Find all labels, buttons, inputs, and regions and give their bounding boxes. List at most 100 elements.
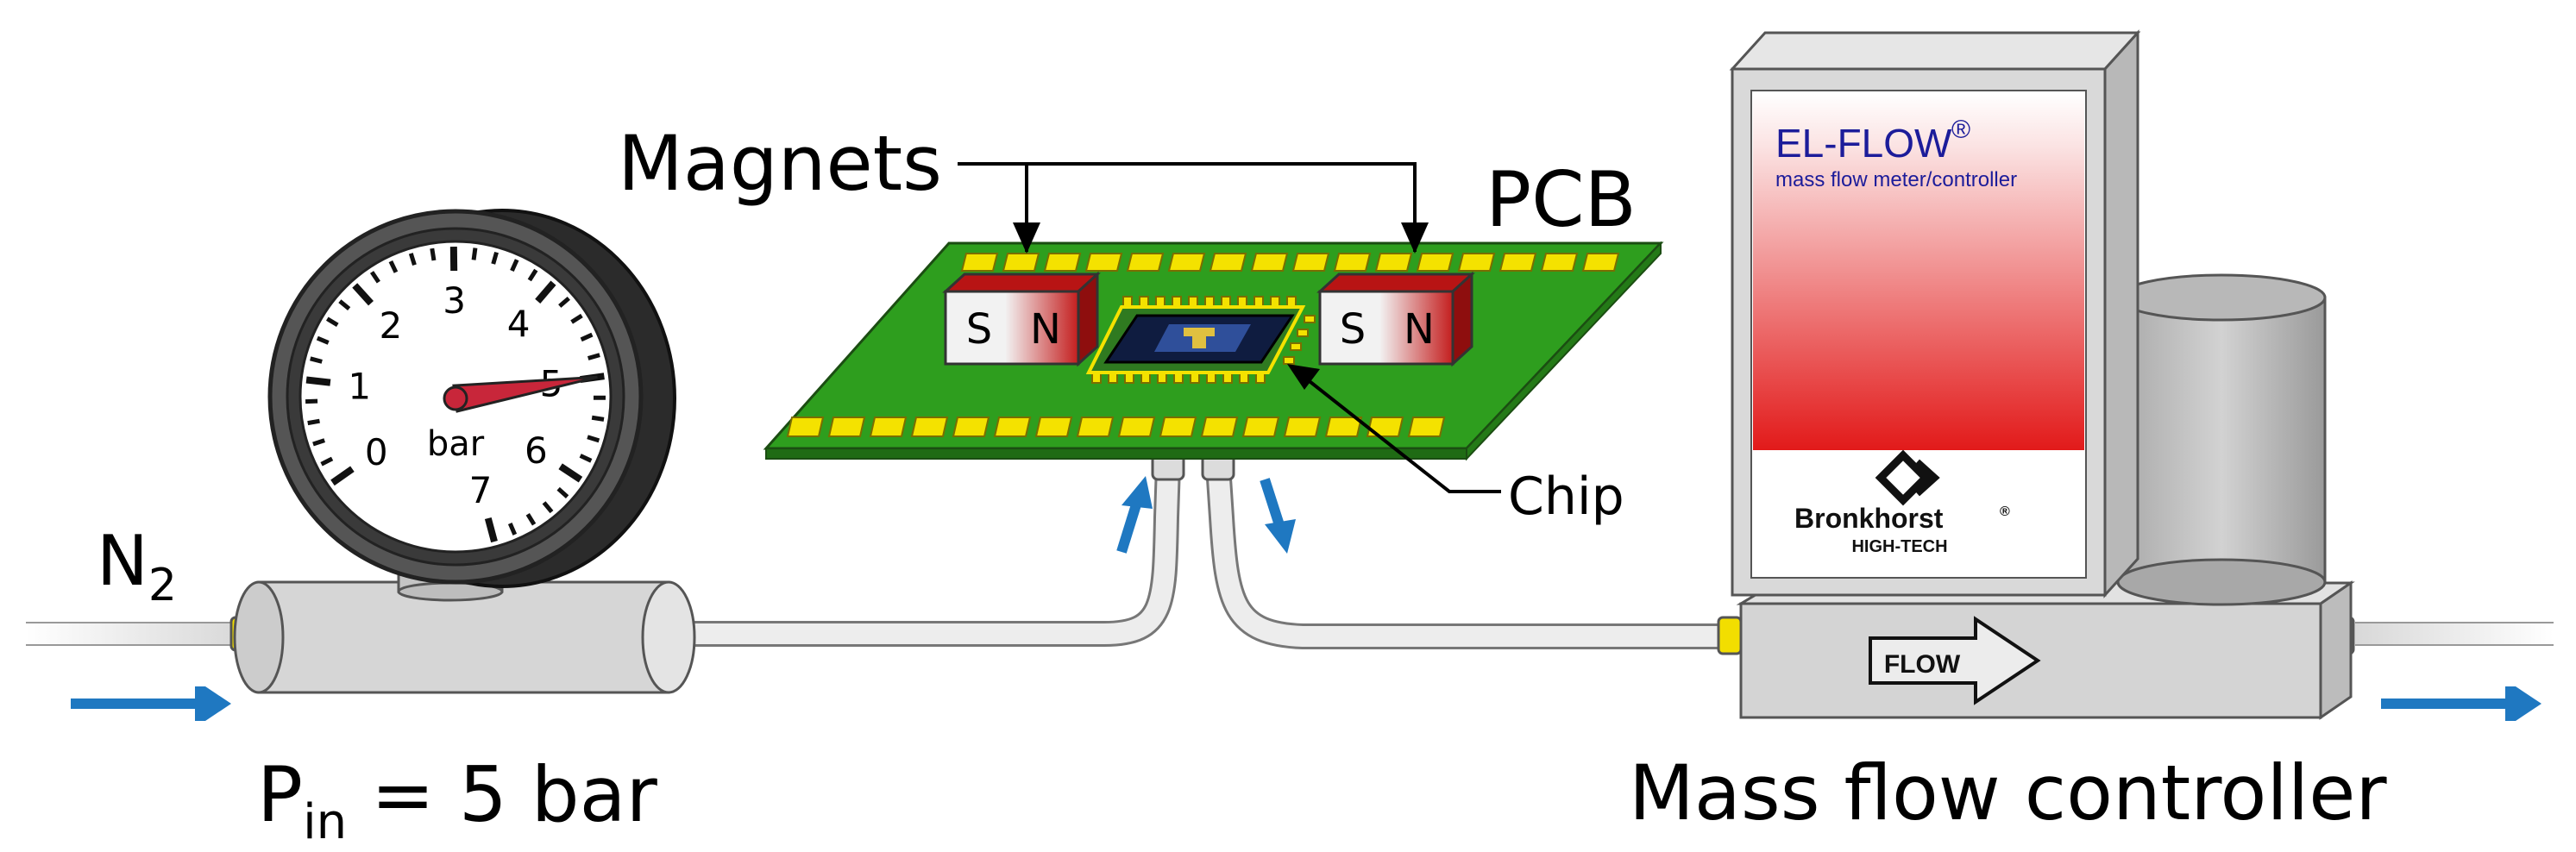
inlet-pressure-label: Pin = 5 bar: [257, 750, 658, 850]
pcb-board: S N S N: [763, 241, 1664, 461]
gauge-minor-tick: [587, 435, 600, 443]
gauge-major-tick: [330, 466, 355, 486]
pcb-pads-bottom: [786, 417, 1446, 437]
gauge-minor-tick: [587, 353, 600, 360]
flow-arrows: [71, 476, 2541, 721]
pcb-pad: [1540, 253, 1579, 272]
mfc-maker-registered-mark: ®: [2000, 504, 2010, 519]
gauge-minor-tick: [579, 454, 593, 463]
chip-pin: [1297, 329, 1309, 337]
gas-symbol: N: [97, 521, 148, 601]
flow-arrow-chip-out-icon: [1260, 478, 1296, 554]
pcb-pad: [952, 417, 990, 437]
pcb-pad: [1126, 253, 1165, 272]
pcb-pads-top: [960, 253, 1620, 272]
flow-arrow-inlet-icon: [71, 686, 231, 721]
mfc-label: Mass flow controller: [1629, 749, 2387, 837]
magnet-right: S N: [1316, 271, 1475, 367]
magnet-right-south-label: S: [1340, 305, 1366, 354]
pcb-pad: [1283, 417, 1322, 437]
gauge-minor-tick: [338, 299, 351, 311]
pcb-pad: [1002, 253, 1040, 272]
pcb-pad: [827, 417, 866, 437]
gauge-scale-label: 2: [379, 304, 402, 347]
gas-label: N2: [97, 521, 177, 611]
pcb-pad: [1084, 253, 1123, 272]
mfc-brand-name: EL-FLOW: [1775, 121, 1952, 166]
mfc-flow-arrow-icon: FLOW: [1869, 616, 2041, 705]
pcb-pad: [1250, 253, 1289, 272]
inlet-pressure-value: = 5 bar: [347, 750, 657, 839]
pcb-pad: [1498, 253, 1537, 272]
pcb-pad: [786, 417, 825, 437]
pcb-pad: [910, 417, 949, 437]
mfc-flow-label: FLOW: [1884, 650, 1961, 679]
gauge-minor-tick: [591, 415, 605, 422]
chip-label: Chip: [1508, 467, 1624, 527]
gauge-minor-tick: [310, 356, 323, 364]
flow-arrow-chip-in-icon: [1116, 476, 1153, 554]
pcb-pad: [960, 253, 999, 272]
inlet-pressure-subscript: in: [303, 794, 347, 850]
flow-arrow-outlet-icon: [2381, 686, 2541, 721]
pcb-pad: [1043, 253, 1082, 272]
pcb-pad: [1291, 253, 1330, 272]
gauge-minor-tick: [430, 247, 437, 261]
magnets-leader: [958, 162, 1429, 254]
gauge-minor-tick: [580, 332, 594, 342]
gauge-minor-tick: [369, 271, 380, 284]
gauge-minor-tick: [525, 513, 537, 526]
gauge-minor-tick: [320, 456, 334, 467]
pressure-gauge: 01234567 bar: [267, 209, 676, 588]
pcb-pad: [1209, 253, 1247, 272]
pcb-label: PCB: [1486, 155, 1637, 244]
gauge-minor-tick: [542, 501, 554, 514]
pcb-pad: [1159, 417, 1197, 437]
mfc-subtitle: mass flow meter/controller: [1775, 168, 2017, 191]
pcb-pad: [1167, 253, 1206, 272]
pcb-pad: [1374, 253, 1413, 272]
chip-pin: [1283, 356, 1295, 365]
pcb-pad: [1034, 417, 1073, 437]
mfc-maker-name: Bronkhorst: [1794, 503, 1944, 534]
mfc-brand-registered-mark: ®: [1951, 116, 1970, 144]
chip-pin: [1304, 315, 1316, 323]
gauge-minor-tick: [307, 418, 320, 426]
gauge-minor-tick: [507, 522, 518, 536]
gauge-major-tick: [352, 283, 374, 306]
chip-pin: [1290, 342, 1302, 351]
gauge-major-tick: [484, 517, 498, 543]
gauge-minor-tick: [527, 268, 538, 282]
bronkhorst-logo-icon: [1875, 449, 1940, 506]
gauge-minor-tick: [316, 335, 330, 345]
magnet-right-north-label: N: [1404, 305, 1435, 354]
pcb-pad: [1076, 417, 1115, 437]
pcb-pad: [1407, 417, 1446, 437]
gauge-scale-labels: 01234567: [348, 279, 562, 511]
pcb-pad: [1200, 417, 1239, 437]
gauge-minor-tick: [570, 313, 583, 324]
pcb-pad: [1366, 417, 1404, 437]
gauge-scale-label: 4: [507, 303, 531, 345]
pcb-pad: [869, 417, 908, 437]
pcb-pad: [1117, 417, 1156, 437]
magnet-left: S N: [942, 271, 1101, 367]
gauge-minor-tick: [312, 438, 325, 447]
magnets-label: Magnets: [618, 119, 942, 208]
piping: [26, 452, 2554, 649]
gauge-minor-tick: [408, 253, 417, 266]
pcb-pad: [1333, 253, 1372, 272]
chip-leader: [1287, 364, 1501, 493]
gauge-minor-tick: [471, 247, 478, 260]
magnet-left-north-label: N: [1030, 305, 1061, 354]
pcb-pad: [1457, 253, 1496, 272]
mass-flow-controller: EL-FLOW ® mass flow meter/controller Bro…: [1729, 29, 2355, 720]
gauge-unit-label: bar: [427, 424, 485, 464]
gauge-scale-label: 1: [348, 365, 371, 407]
magnet-left-south-label: S: [966, 305, 992, 354]
pcb-pad: [1416, 253, 1454, 272]
gauge-major-tick: [535, 280, 556, 304]
gauge-minor-tick: [556, 486, 569, 498]
gauge-minor-tick: [510, 259, 519, 273]
